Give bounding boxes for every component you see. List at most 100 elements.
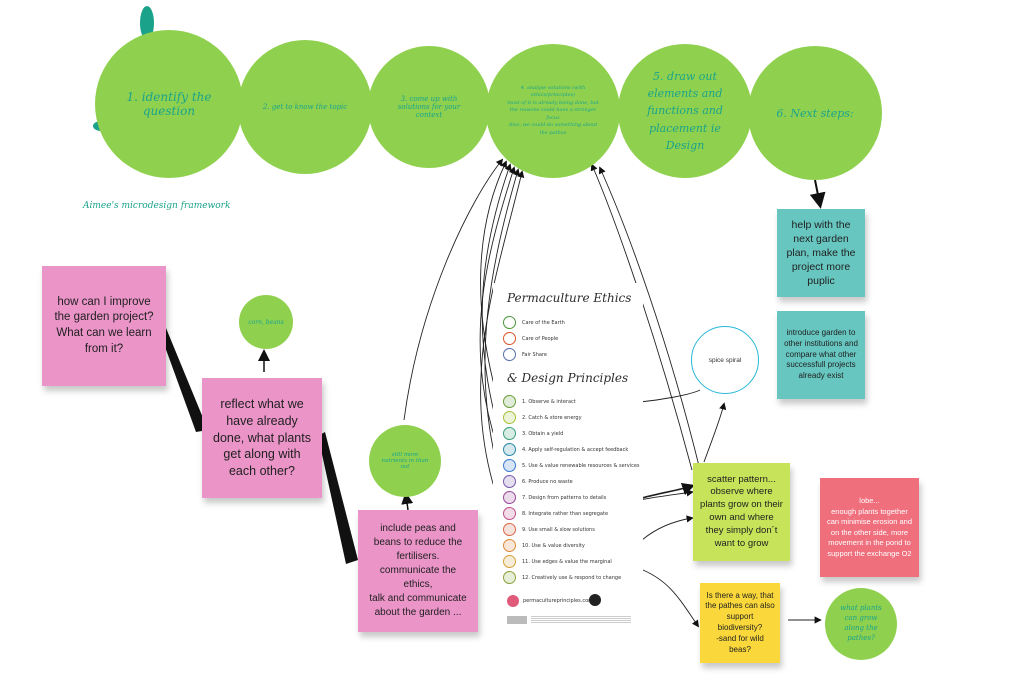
note-lobe-text: lobe... enough plants together can minim… [826, 496, 913, 558]
principle-row: 12. Creatively use & respond to change [503, 571, 621, 584]
bubble-pathes-question[interactable]: what plants can grow along the pathes? [825, 588, 897, 660]
step-3-label: 3. come up with solutions for your conte… [397, 95, 461, 119]
principle-label: 10. Use & value diversity [522, 542, 585, 549]
line-card-to-step4-d [484, 168, 520, 471]
principle-label: 6. Produce no waste [522, 478, 573, 485]
ethics-title: Permaculture Ethics [507, 291, 632, 305]
permaculture-card[interactable]: Permaculture Ethics Care of the Earth Ca… [493, 283, 643, 638]
card-footer: permacultureprinciples.com [523, 598, 594, 604]
line-card-to-pathes [637, 567, 700, 628]
license-badge-icon [507, 616, 527, 624]
principle-label: 2. Catch & store energy [522, 414, 582, 421]
line-card-to-scatter-b [641, 482, 696, 499]
principle-icon [503, 411, 516, 424]
principle-row: 3. Obtain a yield [503, 427, 563, 440]
principle-icon [503, 475, 516, 488]
note-reflect[interactable]: reflect what we have already done, what … [202, 378, 322, 498]
line-card-to-step4-e [480, 170, 525, 501]
principle-label: 9. Use small & slow solutions [522, 526, 595, 533]
bubble-corn-beans-text: corn, beans [248, 318, 284, 326]
principle-label: 12. Creatively use & respond to change [522, 574, 622, 581]
framework-title: Aimee's microdesign framework [83, 201, 231, 211]
principle-icon [503, 539, 516, 552]
step-5-label: 5. draw out elements and functions and p… [647, 70, 723, 152]
note-improve-garden-text: how can I improve the garden project?Wha… [54, 295, 154, 355]
note-help-next-plan-text: help with the next garden plan, make the… [786, 218, 856, 288]
principle-row: 9. Use small & slow solutions [503, 523, 595, 536]
bubble-pathes-question-text: what plants can grow along the pathes? [840, 604, 882, 642]
line-card-to-step4-b [481, 163, 512, 421]
ethic-label: Care of People [522, 335, 559, 342]
line-reflect-to-step4 [403, 158, 504, 421]
ethic-row: Fair Share [503, 348, 547, 361]
note-lobe[interactable]: lobe... enough plants together can minim… [820, 478, 919, 577]
arrow-peas-to-nutrients [401, 492, 414, 511]
note-introduce-garden-text: introduce garden to other institutions a… [784, 328, 858, 381]
principle-label: 1. Observe & interact [522, 398, 576, 405]
principle-icon [503, 523, 516, 536]
step-1-circle[interactable]: 1. identify the question [95, 30, 243, 178]
principle-row: 8. Integrate rather than segregate [503, 507, 608, 520]
note-pathes-biodiversity[interactable]: Is there a way, that the pathes can also… [700, 583, 780, 663]
people-icon [503, 332, 516, 345]
principle-label: 3. Obtain a yield [522, 430, 564, 437]
step-5-circle[interactable]: 5. draw out elements and functions and p… [618, 44, 752, 178]
note-pathes-biodiversity-text: Is there a way, that the pathes can also… [705, 590, 775, 654]
holmgren-logo-icon [589, 594, 601, 606]
step-2-circle[interactable]: 2. get to know the topic [238, 40, 372, 174]
line-observe-to-spiral [639, 389, 701, 403]
note-introduce-garden[interactable]: introduce garden to other institutions a… [777, 311, 865, 399]
bubble-spice-spiral[interactable]: spice spiral [691, 326, 759, 394]
principle-label: 11. Use edges & value the marginal [522, 558, 612, 565]
principle-label: 4. Apply self-regulation & accept feedba… [522, 446, 629, 453]
principle-label: 5. Use & value renewable resources & ser… [522, 462, 640, 469]
bubble-nutrients[interactable]: still more nutrients in than out [369, 425, 441, 497]
step-4-circle[interactable]: 4. analyse solutions (with ethics/princi… [486, 44, 620, 178]
line-scatter-to-step4-b [598, 166, 701, 471]
principle-label: 7. Design from patterns to details [522, 494, 607, 501]
principle-icon [503, 555, 516, 568]
principle-icon [503, 427, 516, 440]
principle-row: 10. Use & value diversity [503, 539, 585, 552]
principles-title: & Design Principles [507, 371, 629, 385]
principle-icon [503, 395, 516, 408]
principle-icon [503, 507, 516, 520]
fine-print [531, 616, 631, 624]
note-peas-beans-text: include peas and beans to reduce the fer… [369, 523, 467, 618]
principle-icon [503, 491, 516, 504]
wedge-arrow-six-to-help [809, 179, 826, 209]
principle-row: 4. Apply self-regulation & accept feedba… [503, 443, 628, 456]
ethic-label: Care of the Earth [522, 319, 565, 326]
note-reflect-text: reflect what we have already done, what … [213, 396, 311, 479]
line-scatter-to-spiral [703, 402, 727, 463]
wedge-arrow-reflect-to-peas [318, 432, 358, 564]
step-6-label: 6. Next steps: [776, 106, 854, 120]
note-scatter-pattern-text: scatter pattern... observe where plants … [700, 473, 783, 549]
ethic-row: Care of the Earth [503, 316, 565, 329]
principle-label: 8. Integrate rather than segregate [522, 510, 609, 517]
principle-row: 6. Produce no waste [503, 475, 573, 488]
ethic-label: Fair Share [522, 351, 547, 358]
principle-row: 1. Observe & interact [503, 395, 576, 408]
step-2-label: 2. get to know the topic [262, 103, 348, 111]
step-6-circle[interactable]: 6. Next steps: [748, 46, 882, 180]
note-scatter-pattern[interactable]: scatter pattern... observe where plants … [693, 463, 790, 561]
principle-icon [503, 443, 516, 456]
step-3-circle[interactable]: 3. come up with solutions for your conte… [368, 46, 490, 168]
principle-icon [503, 459, 516, 472]
bubble-nutrients-text: still more nutrients in than out [381, 452, 429, 470]
ethic-row: Care of People [503, 332, 558, 345]
bubble-spice-spiral-text: spice spiral [708, 356, 742, 364]
principle-row: 5. Use & value renewable resources & ser… [503, 459, 640, 472]
principle-row: 7. Design from patterns to details [503, 491, 606, 504]
line-card-to-scatter-c [641, 515, 694, 541]
note-improve-garden[interactable]: how can I improve the garden project?Wha… [42, 266, 166, 386]
bubble-corn-beans[interactable]: corn, beans [239, 295, 293, 349]
earth-icon [503, 316, 516, 329]
note-peas-beans[interactable]: include peas and beans to reduce the fer… [358, 510, 478, 632]
principle-icon [503, 571, 516, 584]
note-help-next-plan[interactable]: help with the next garden plan, make the… [777, 209, 865, 297]
step-1-label: 1. identify the question [126, 90, 212, 118]
principle-row: 11. Use edges & value the marginal [503, 555, 612, 568]
